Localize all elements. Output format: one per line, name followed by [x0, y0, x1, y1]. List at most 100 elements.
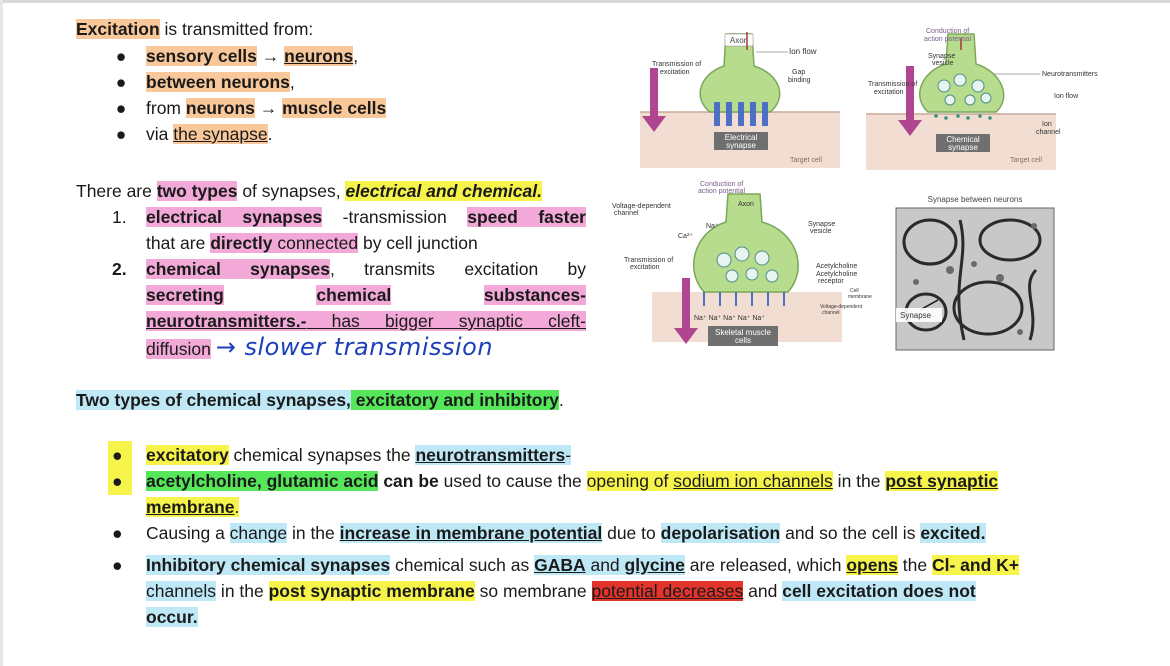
muscle-label: Skeletal muscle: [715, 328, 772, 337]
highlight-mark: [108, 441, 132, 495]
sodium-row-label: Na⁺ Na⁺ Na⁺ Na⁺ Na⁺: [694, 315, 765, 322]
list-item-continued: channels in the post synaptic membrane s…: [146, 578, 1096, 604]
list-term: between neurons: [146, 72, 290, 92]
ions-term: Cl- and K+: [931, 555, 1019, 575]
chem-types-line: Two types of chemical synapses, excitato…: [76, 387, 564, 413]
membrane-term: post synaptic membrane: [268, 581, 475, 601]
connected-term: connected: [272, 233, 359, 253]
list-item-continued: membrane.: [146, 494, 1096, 520]
synapse-label-box: [714, 132, 768, 150]
list-item: ● Causing a change in the increase in me…: [112, 520, 1096, 546]
detail-text: and: [743, 581, 783, 601]
receptor-label: Acetylcholine: [816, 271, 857, 278]
voltage-channel-label: Voltage-dependent: [612, 203, 671, 210]
axon-terminal: [699, 33, 781, 113]
axon-terminal: [919, 33, 1005, 113]
list-tail: .: [267, 124, 273, 144]
detail-text: so membrane: [474, 581, 592, 601]
vesicles: [716, 246, 779, 283]
excited-term: excited.: [920, 523, 986, 543]
vesicle-label: vesicle: [810, 228, 832, 235]
detail-text: and so the cell is: [780, 523, 921, 543]
chem-types-period: .: [559, 390, 564, 410]
conduction-label: action potential: [698, 188, 746, 195]
transmission-label: Transmission of: [652, 61, 701, 68]
channels-term: channels: [146, 581, 217, 601]
gaba-term: GABA: [534, 555, 586, 575]
intro-list: ●sensory cells → neurons, ●between neuro…: [116, 43, 586, 147]
transmission-arrow: [682, 278, 690, 330]
vesicle-label: Synapse: [808, 221, 835, 228]
axon-label: Axon: [730, 36, 748, 45]
detail-list: ● excitatory chemical synapses the neuro…: [112, 442, 1096, 630]
synapse-label-box: [936, 134, 990, 152]
detail-text: in the: [287, 523, 340, 543]
electrical-item: 1. electrical synapses -transmission spe…: [112, 204, 586, 256]
occur-term: occur.: [146, 607, 198, 627]
chem-types-text: Two types of chemical synapses,: [76, 390, 351, 410]
bullet-dot: ●: [112, 445, 123, 465]
list-item: ● excitatory chemical synapses the neuro…: [112, 442, 1096, 468]
chemical-synapse-diagram: Conduction of action potential Synapse v…: [866, 28, 1098, 170]
detail-text: .: [234, 497, 240, 517]
neurotransmitter-dots: [934, 114, 992, 120]
bullet-dot: ●: [112, 555, 123, 575]
potential-term: increase in membrane potential: [339, 523, 603, 543]
speed-faster: speed faster: [467, 207, 586, 227]
list-item: ●between neurons,: [116, 69, 586, 95]
list-pre: from: [146, 98, 186, 118]
inhibitory-term: Inhibitory chemical synapses: [146, 555, 391, 575]
ion-flow-label: Ion flow: [1054, 93, 1079, 100]
chemical-term: substances-: [483, 285, 586, 305]
synapse-label: Chemical: [946, 135, 980, 144]
sodium-label: Na⁺: [706, 223, 719, 230]
conduction-label: Conduction of: [700, 181, 743, 188]
detail-text: due to: [602, 523, 661, 543]
membrane-term: membrane: [146, 497, 235, 517]
synapse-label: synapse: [948, 143, 978, 152]
list-term: the synapse: [173, 124, 268, 144]
transmission-label: Transmission of: [624, 257, 673, 264]
list-term: neurons: [185, 98, 255, 118]
handwritten-note: → slower transmission: [215, 333, 494, 361]
list-tail: ,: [289, 72, 295, 92]
detail-text: chemical synapses the: [228, 445, 416, 465]
electrical-name: electrical synapses: [146, 207, 323, 227]
directly-term: directly: [210, 233, 273, 253]
neuromuscular-junction-diagram: Conduction of action potential Axon Volt…: [612, 181, 872, 346]
conduction-label: action potential: [924, 36, 972, 43]
detail-text: -: [565, 445, 572, 465]
axon-terminal: [692, 193, 799, 293]
gap-label: Gap: [792, 69, 805, 76]
ion-channel-label: channel: [1036, 129, 1061, 136]
chemical-term: chemical: [316, 285, 392, 305]
transmission-arrow: [650, 68, 658, 118]
calcium-label: Ca²⁺: [678, 233, 693, 240]
neurotransmitters-term: neurotransmitters.-: [146, 311, 307, 331]
detail-text: chemical such as: [390, 555, 535, 575]
vesicle-label: Synapse: [928, 53, 955, 60]
micrograph-granules: [913, 223, 1037, 335]
axon-label: Axon: [738, 201, 754, 208]
vesicles: [937, 73, 992, 106]
electrical-line-1: electrical synapses -transmission speed …: [146, 204, 586, 230]
types-text: There are: [76, 181, 157, 201]
item-number: 1.: [112, 207, 127, 227]
muscle-label-box: [708, 326, 778, 346]
list-tail: ,: [353, 46, 359, 66]
vesicle-label: vesicle: [932, 60, 954, 67]
detail-text: in the: [216, 581, 269, 601]
micrograph-texture: [902, 218, 1042, 341]
chemical-term: secreting: [146, 285, 224, 305]
list-item: ●via the synapse.: [116, 121, 586, 147]
bullet-dot: ●: [115, 98, 127, 118]
acetylcholine-label: Acetylcholine: [816, 263, 857, 270]
membrane-label: Cell: [850, 288, 859, 294]
muscle-label: cells: [735, 336, 751, 345]
chemical-line-2: secreting chemical substances-: [146, 282, 586, 308]
detail-text: in the: [832, 471, 886, 491]
chemical-line-4: diffusion → slower transmission: [146, 334, 586, 362]
left-border: [0, 0, 3, 666]
intro-line: Excitation is transmitted from:: [76, 16, 313, 42]
target-cell-label: Target cell: [1010, 157, 1042, 164]
